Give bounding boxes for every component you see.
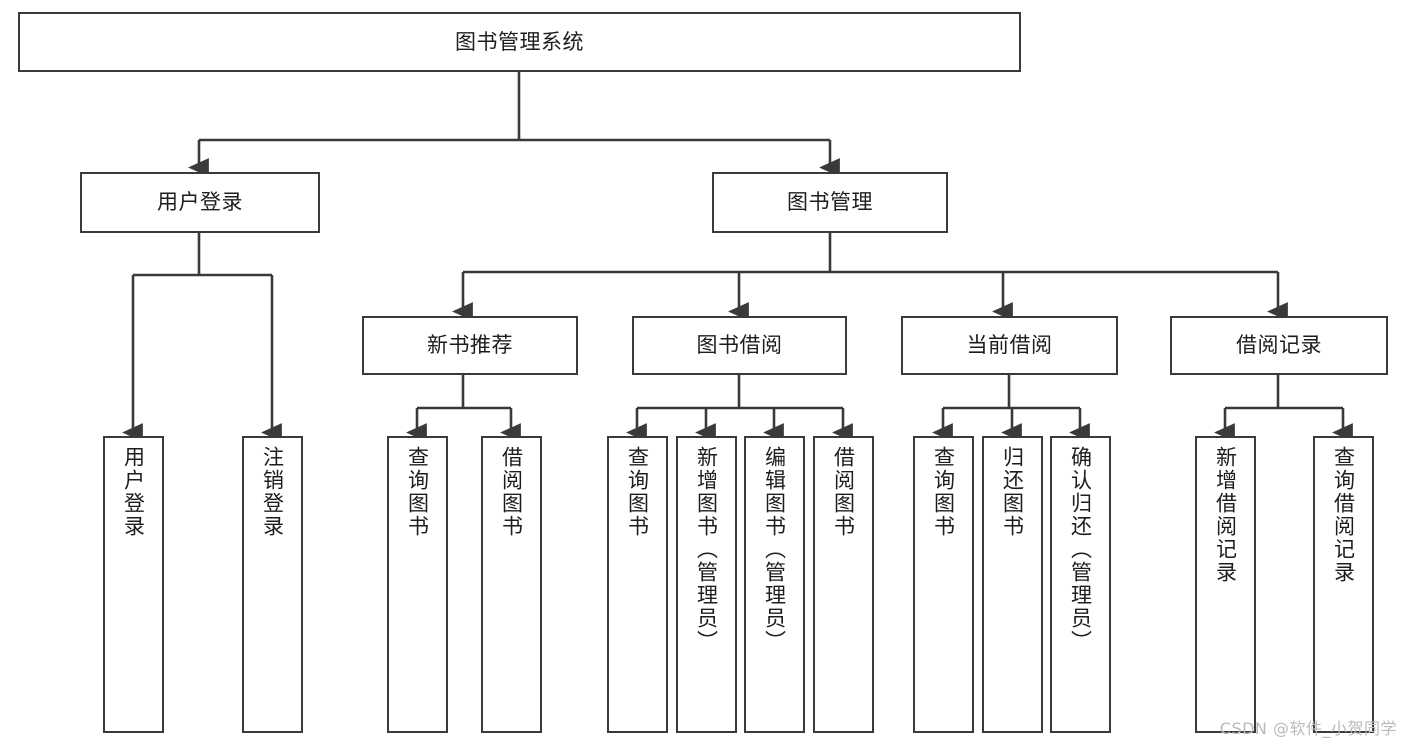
csdn-watermark: CSDN @软件_小贺同学 [1219, 719, 1397, 738]
node-leaf-add-borrow-record[interactable]: 新增借阅记录 [1195, 436, 1256, 733]
node-root-book-management-system[interactable]: 图书管理系统 [18, 12, 1021, 72]
node-label: 借阅图书 [831, 446, 856, 538]
node-user-login[interactable]: 用户登录 [80, 172, 320, 233]
node-leaf-query-book-current[interactable]: 查询图书 [913, 436, 974, 733]
node-label: 查询图书 [405, 446, 430, 538]
node-leaf-borrow-book-recommend[interactable]: 借阅图书 [481, 436, 542, 733]
node-leaf-query-book-borrow[interactable]: 查询图书 [607, 436, 668, 733]
node-leaf-add-book-admin[interactable]: 新增图书（管理员） [676, 436, 737, 733]
node-label: 查询借阅记录 [1331, 446, 1356, 584]
node-leaf-return-book[interactable]: 归还图书 [982, 436, 1043, 733]
node-leaf-user-login[interactable]: 用户登录 [103, 436, 164, 733]
node-label: 借阅图书 [499, 446, 524, 538]
node-label: 注销登录 [260, 446, 285, 538]
node-label: 归还图书 [1000, 446, 1025, 538]
node-book-borrow[interactable]: 图书借阅 [632, 316, 847, 375]
node-label: 图书借阅 [696, 333, 783, 358]
node-leaf-borrow-book[interactable]: 借阅图书 [813, 436, 874, 733]
node-label: 借阅记录 [1236, 333, 1322, 358]
node-label: 查询图书 [931, 446, 956, 538]
node-leaf-user-logout[interactable]: 注销登录 [242, 436, 303, 733]
node-leaf-query-book-recommend[interactable]: 查询图书 [387, 436, 448, 733]
node-leaf-query-borrow-record[interactable]: 查询借阅记录 [1313, 436, 1374, 733]
node-borrow-record[interactable]: 借阅记录 [1170, 316, 1388, 375]
node-book-management[interactable]: 图书管理 [712, 172, 948, 233]
node-label: 用户登录 [121, 446, 146, 538]
node-leaf-edit-book-admin[interactable]: 编辑图书（管理员） [744, 436, 805, 733]
node-current-borrow[interactable]: 当前借阅 [901, 316, 1118, 375]
node-label: 确认归还（管理员） [1068, 446, 1093, 653]
node-label: 图书管理 [787, 190, 873, 215]
node-label: 查询图书 [625, 446, 650, 538]
node-label: 新增图书（管理员） [694, 446, 719, 653]
node-label: 新增借阅记录 [1213, 446, 1238, 584]
node-label: 编辑图书（管理员） [762, 446, 787, 653]
node-label: 用户登录 [157, 190, 243, 215]
node-label: 新书推荐 [427, 333, 513, 358]
node-new-book-recommend[interactable]: 新书推荐 [362, 316, 578, 375]
node-label: 当前借阅 [966, 333, 1053, 358]
node-leaf-confirm-return-admin[interactable]: 确认归还（管理员） [1050, 436, 1111, 733]
node-label: 图书管理系统 [455, 29, 584, 54]
